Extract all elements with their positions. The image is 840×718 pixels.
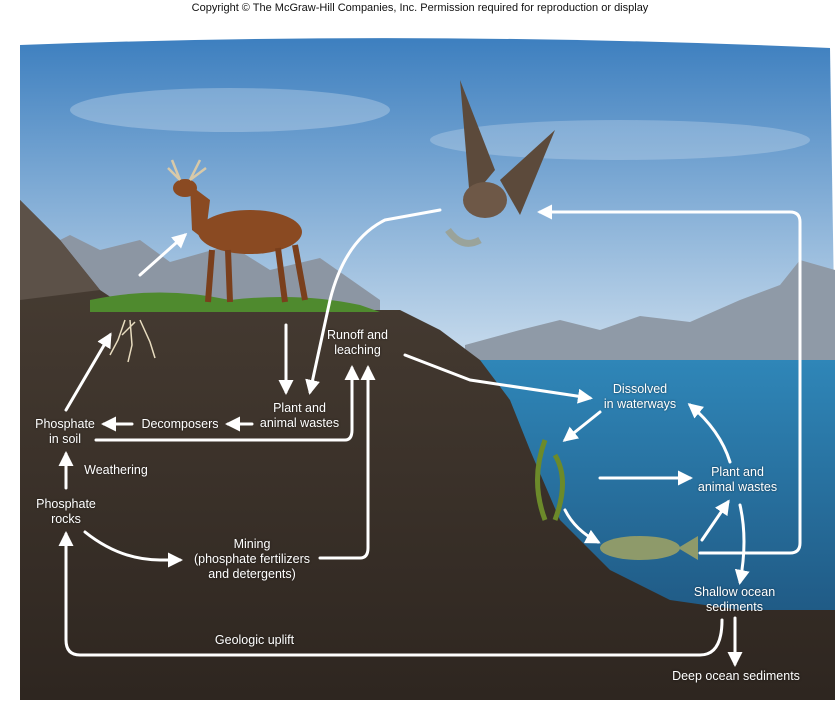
label-line: sediments: [706, 600, 763, 614]
label-line: Runoff and: [327, 328, 388, 342]
mountains-right: [465, 260, 835, 370]
label-runoff-leaching: Runoff and leaching: [320, 328, 395, 358]
label-line: Dissolved: [612, 382, 668, 396]
label-shallow-ocean-sediments: Shallow ocean sediments: [682, 585, 787, 615]
label-line: Mining: [233, 537, 271, 551]
label-line: rocks: [51, 512, 81, 526]
fish-illustration: [600, 536, 698, 560]
label-line: Plant and: [711, 465, 764, 479]
label-line: animal wastes: [697, 480, 778, 494]
label-line: (phosphate fertilizers: [193, 552, 311, 566]
arrow-wastes-to-dissolved: [687, 403, 732, 464]
arrow-rocks-to-mining: [83, 530, 183, 568]
deer-illustration: [167, 159, 308, 303]
cycle-arrows: [58, 204, 802, 667]
label-phosphate-rocks: Phosphate rocks: [28, 497, 104, 527]
label-line: animal wastes: [259, 416, 340, 430]
arrow-fish-to-wastes: [700, 499, 730, 542]
plant-roots: [109, 319, 156, 363]
arrow-plants-to-deer: [138, 233, 188, 277]
label-geologic-uplift: Geologic uplift: [214, 633, 295, 647]
label-mining: Mining (phosphate fertilizers and deterg…: [182, 537, 322, 582]
label-line: leaching: [334, 343, 381, 357]
label-deep-ocean-sediments: Deep ocean sediments: [672, 669, 800, 683]
label-line: Phosphate: [36, 497, 96, 511]
label-line: in soil: [49, 432, 81, 446]
arrow-soil-to-plants: [64, 332, 112, 412]
label-weathering: Weathering: [84, 463, 148, 477]
label-line: in waterways: [603, 397, 677, 411]
rock-cliff: [20, 200, 100, 300]
eagle-illustration: [445, 80, 555, 247]
label-plant-animal-wastes-land: Plant and animal wastes: [252, 401, 347, 431]
arrow-dissolved-to-seaweed: [562, 410, 602, 442]
copyright-notice: Copyright © The McGraw-Hill Companies, I…: [191, 2, 649, 14]
label-phosphate-in-soil: Phosphate in soil: [30, 417, 100, 447]
label-line: Plant and: [273, 401, 326, 415]
cloud: [430, 120, 810, 160]
arrow-mining-to-runoff: [318, 365, 376, 560]
arrow-wastes-to-shallow: [734, 503, 750, 585]
arrow-ocean-to-eagle: [537, 204, 802, 555]
arrow-seaweed-to-fish: [563, 508, 601, 544]
soil-land: [20, 200, 835, 700]
seaweed: [535, 439, 565, 521]
label-dissolved-waterways: Dissolved in waterways: [595, 382, 685, 412]
label-decomposers: Decomposers: [141, 417, 219, 431]
grass: [90, 292, 380, 312]
arrow-runoff-to-dissolved: [403, 353, 593, 404]
label-line: Shallow ocean: [693, 585, 776, 599]
label-line: and detergents): [208, 567, 296, 581]
arrow-geologic-uplift: [58, 531, 724, 657]
label-line: Phosphate: [35, 417, 95, 431]
cloud: [70, 88, 390, 132]
arrow-soil-to-runoff: [94, 365, 360, 442]
arrow-eagle-to-wastes: [305, 208, 442, 395]
label-plant-animal-wastes-water: Plant and animal wastes: [690, 465, 785, 495]
